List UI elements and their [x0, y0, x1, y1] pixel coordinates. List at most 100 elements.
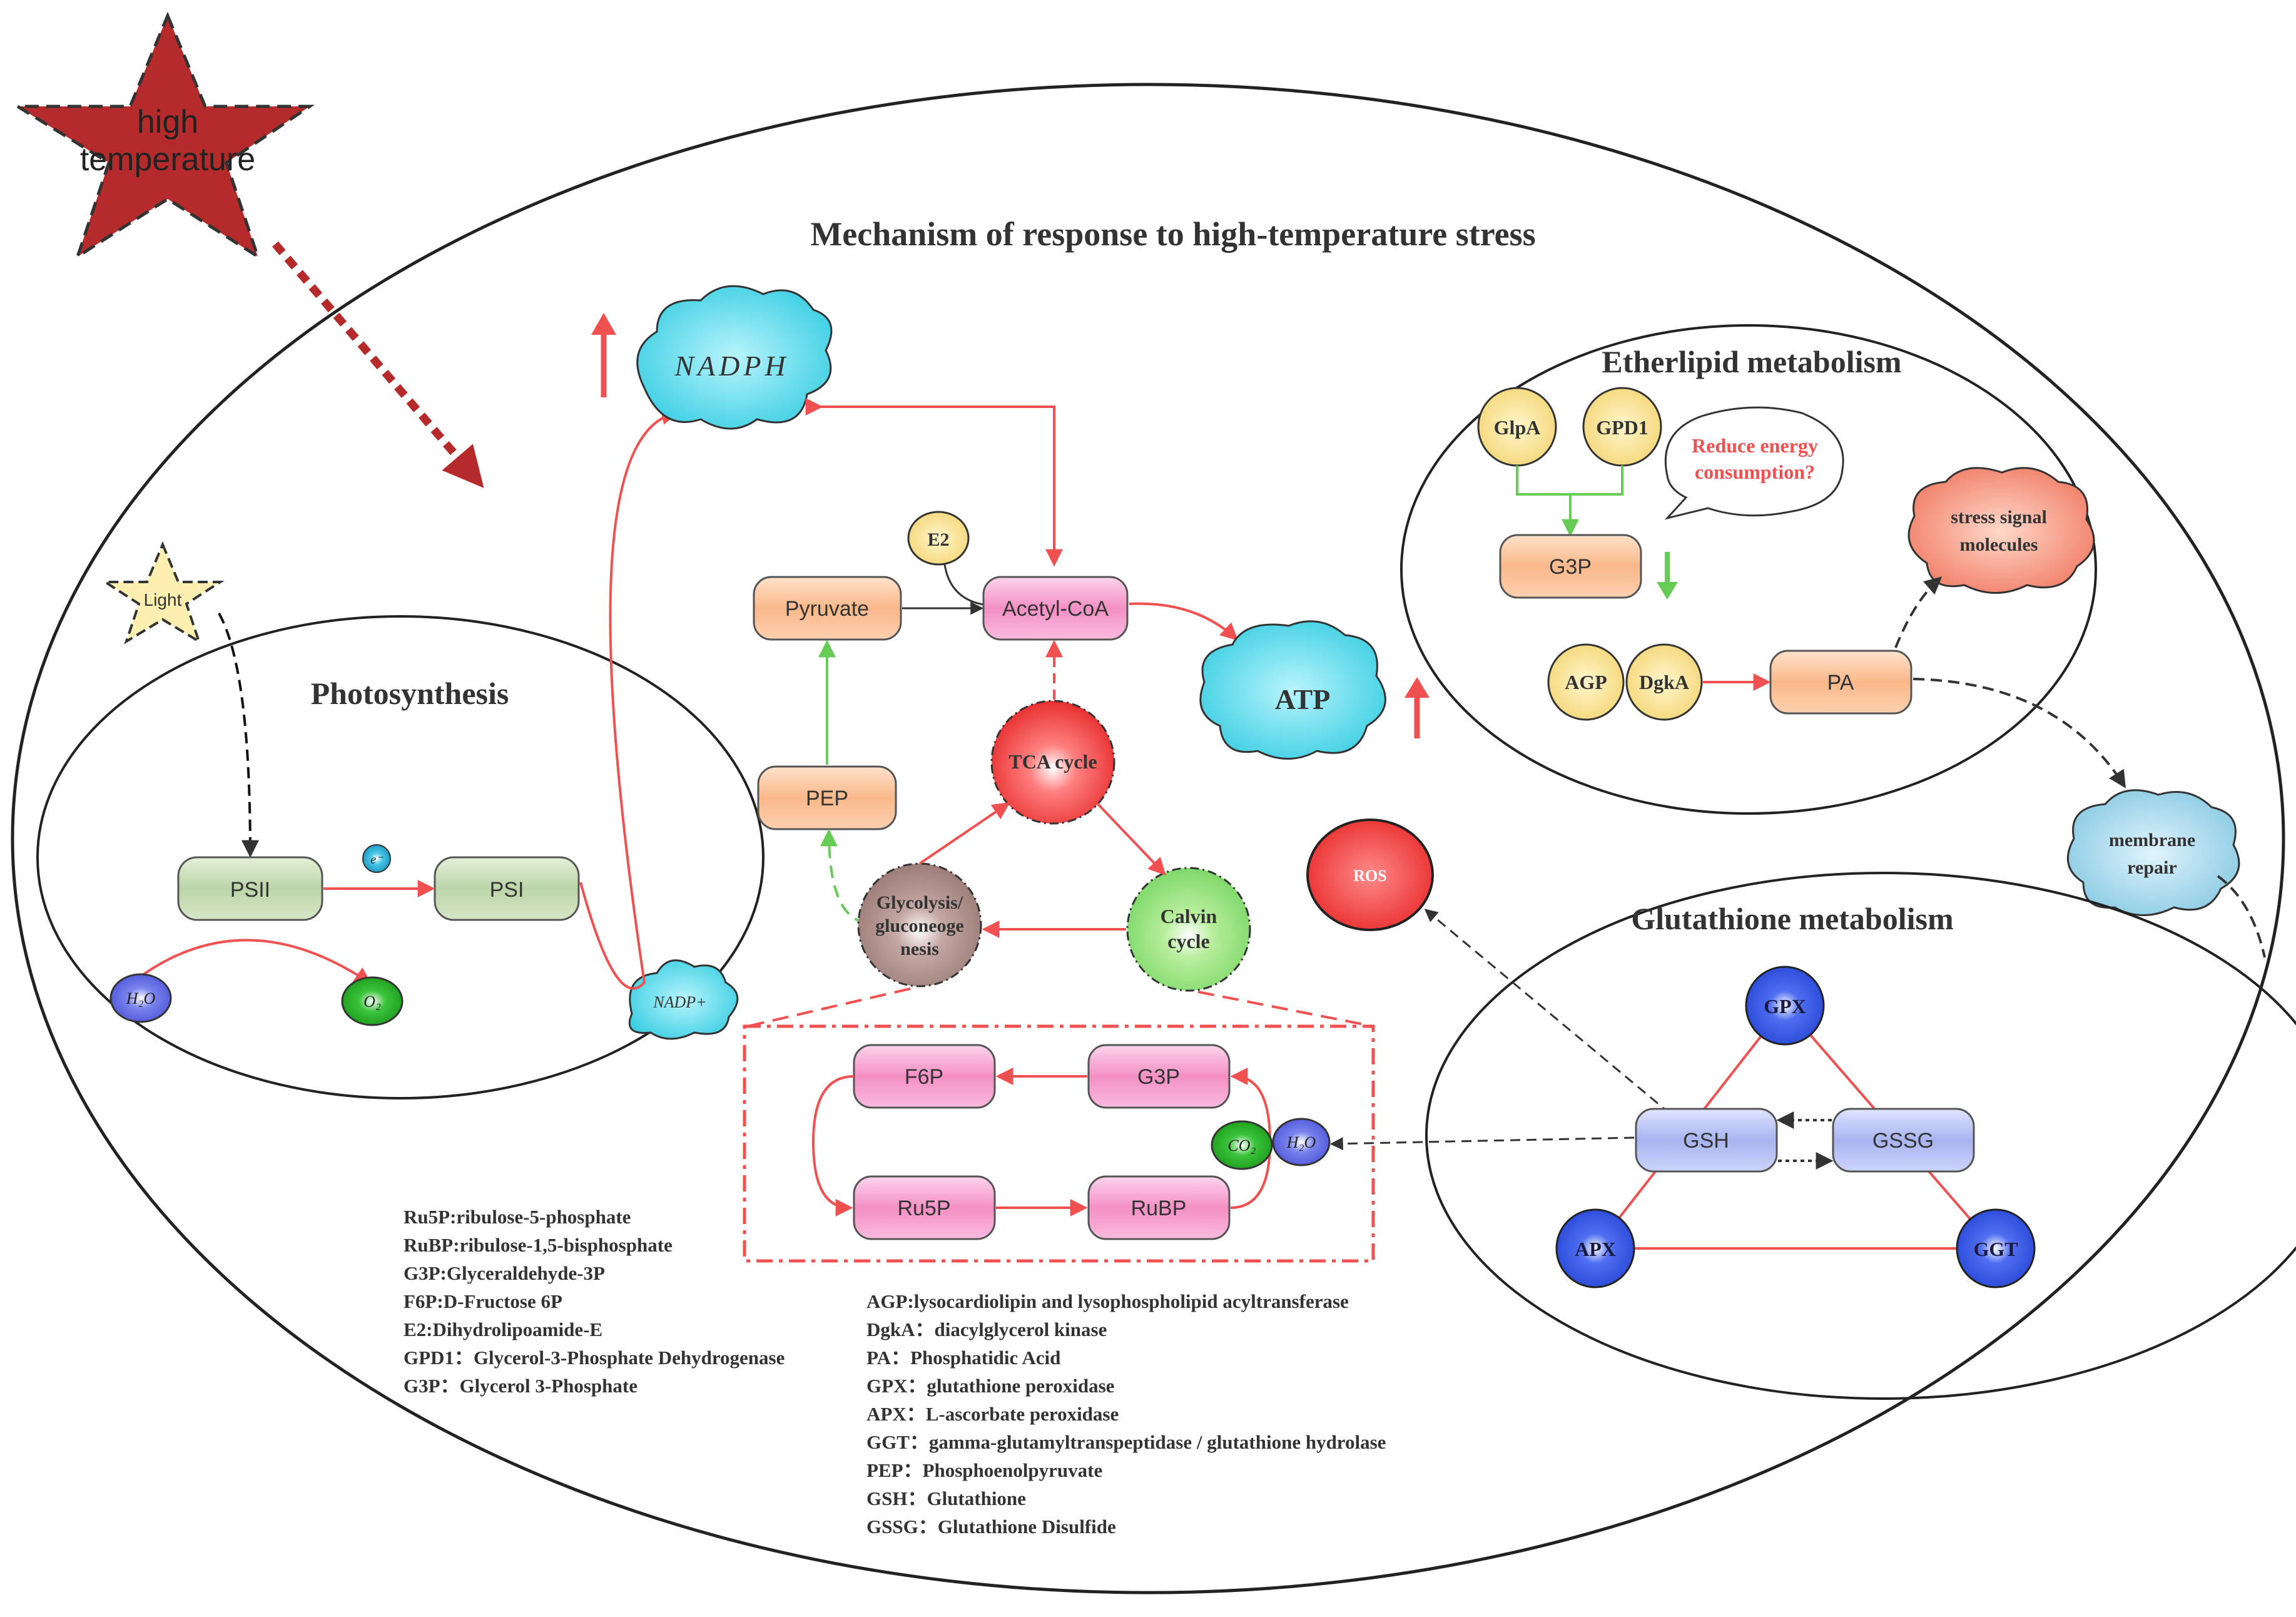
rubp-node — [1087, 1175, 1231, 1240]
etherlipid-title: Etherlipid metabolism — [1602, 344, 1901, 379]
glycolysis-node — [857, 862, 982, 987]
o2-label: O₂ — [363, 992, 381, 1011]
nadp-label: NADP+ — [653, 993, 706, 1011]
pep-label: PEP — [806, 787, 848, 810]
membrane-repair-cloud: membrane repair — [2066, 789, 2240, 916]
legend-right-item: AGP:lysocardiolipin and lysophospholipid… — [866, 1290, 1349, 1312]
psi-to-nadph-arrow — [579, 407, 679, 990]
ru5p-node — [853, 1175, 996, 1240]
nadph-cloud: NADPH — [636, 285, 833, 430]
acetyl-to-atp-arrow — [1129, 602, 1239, 641]
glycolysis-label-1: Glycolysis/ — [876, 892, 963, 913]
legend-right-item: DgkA：diacylglycerol kinase — [866, 1319, 1107, 1340]
nadph-up-arrow — [591, 313, 616, 397]
photosynthesis-region — [36, 615, 764, 1099]
legend-left-item: GPD1：Glycerol-3-Phosphate Dehydrogenase — [404, 1347, 785, 1369]
etherlipid-region — [1400, 324, 2097, 815]
calvin-detail-box — [743, 1024, 1375, 1263]
e2-label: E2 — [927, 529, 949, 550]
psii-label: PSII — [230, 878, 270, 902]
co2-label: CO₂ — [1227, 1136, 1256, 1155]
legend-left-item: F6P:D-Fructose 6P — [404, 1290, 562, 1312]
cell-boundary — [11, 83, 2285, 1594]
ggt-label: GGT — [1973, 1238, 2018, 1260]
glycolysis-to-pep-arrow — [820, 829, 867, 924]
high-temperature-star: high temperature — [12, 11, 315, 260]
zoom-line-left — [747, 987, 911, 1028]
legend-right-item: APX：L-ascorbate peroxidase — [866, 1403, 1119, 1425]
legend-right-item: GGT：gamma-glutamyltranspeptidase / gluta… — [866, 1431, 1386, 1453]
stress-label-1: stress signal — [1951, 507, 2047, 528]
electron-label: e⁻ — [370, 853, 384, 867]
legend-right-item: GPX：glutathione peroxidase — [866, 1375, 1114, 1397]
callout-bubble: Reduce energy consumption? — [1664, 406, 1844, 520]
f6p-label: F6P — [905, 1065, 943, 1089]
high-temperature-label-2: temperature — [80, 141, 255, 178]
calvin-h2o-label: H₂O — [1286, 1133, 1316, 1151]
electron-ball — [362, 844, 391, 873]
high-temperature-label-1: high — [137, 104, 198, 140]
calvin-label-1: Calvin — [1161, 905, 1217, 927]
g3p-down-arrow — [1657, 552, 1678, 599]
ggt-node — [1956, 1208, 2036, 1288]
dgka-node — [1625, 643, 1703, 721]
gssg-label: GSSG — [1872, 1129, 1934, 1153]
glycolysis-label-2: gluconeoge — [875, 916, 964, 936]
membrane-label-1: membrane — [2109, 830, 2195, 850]
apx-node — [1555, 1208, 1635, 1288]
gpx-node — [1745, 966, 1825, 1046]
nadp-cloud: NADP+ — [628, 959, 739, 1040]
callout-line-2: consumption? — [1695, 461, 1815, 483]
nadph-label: NADPH — [674, 350, 789, 382]
psi-label: PSI — [490, 878, 524, 902]
pyruvate-node — [753, 576, 902, 641]
co2-ball — [1211, 1120, 1273, 1170]
legend-right: AGP:lysocardiolipin and lysophospholipid… — [866, 1290, 1386, 1538]
ether-g3p-label: G3P — [1549, 555, 1592, 579]
callout-line-1: Reduce energy — [1692, 434, 1818, 457]
pa-to-membrane-arrow — [1912, 678, 2126, 788]
gpd1-label: GPD1 — [1596, 416, 1648, 439]
nadph-acetyl-link — [805, 398, 1063, 567]
light-label: Light — [144, 590, 182, 610]
ether-g3p-node — [1499, 534, 1642, 599]
stress-label-2: molecules — [1960, 534, 2038, 555]
legend-left-item: RuBP:ribulose-1,5-bisphosphate — [404, 1234, 673, 1256]
apx-label: APX — [1575, 1238, 1616, 1260]
ros-label: ROS — [1353, 867, 1386, 885]
h2o-label: H₂O — [126, 989, 156, 1007]
heat-arrow — [272, 241, 484, 488]
acetyl-coa-label: Acetyl-CoA — [1002, 597, 1109, 621]
gssg-node — [1832, 1108, 1975, 1173]
atp-cloud: ATP — [1199, 620, 1386, 760]
atp-label: ATP — [1275, 683, 1331, 715]
tca-cycle-label: TCA cycle — [1008, 750, 1097, 773]
o2-ball — [341, 976, 404, 1026]
agp-node — [1547, 643, 1625, 721]
ru5p-label: Ru5P — [897, 1196, 950, 1220]
calvin-label-2: cycle — [1167, 930, 1210, 952]
legend-left-item: E2:Dihydrolipoamide-E — [404, 1319, 602, 1340]
light-star: Light — [101, 541, 225, 645]
h2o-ball — [109, 973, 172, 1023]
gsh-to-ros-arrow — [1424, 909, 1671, 1115]
agp-label: AGP — [1565, 671, 1607, 693]
pa-to-stress-arrow — [1894, 576, 1943, 648]
gpx-label: GPX — [1764, 995, 1806, 1018]
calvin-cycle-node — [1126, 867, 1251, 992]
legend-left-item: Ru5P:ribulose-5-phosphate — [404, 1206, 631, 1228]
ros-node — [1306, 819, 1434, 931]
pa-node — [1769, 650, 1912, 715]
legend-right-item: PA：Phosphatidic Acid — [866, 1347, 1060, 1369]
e2-node — [907, 511, 970, 566]
membrane-to-cell-line — [2217, 875, 2266, 958]
psii-node — [177, 856, 323, 921]
calvin-g3p-label: G3P — [1137, 1065, 1180, 1089]
light-to-psii-arrow — [218, 613, 259, 858]
gsh-label: GSH — [1683, 1129, 1729, 1153]
rubp-label: RuBP — [1131, 1196, 1187, 1220]
tca-cycle-node — [990, 700, 1115, 825]
stress-signal-cloud: stress signal molecules — [1907, 467, 2095, 594]
glycolysis-to-tca-arrow — [918, 802, 1010, 865]
photosynthesis-title: Photosynthesis — [311, 676, 509, 711]
